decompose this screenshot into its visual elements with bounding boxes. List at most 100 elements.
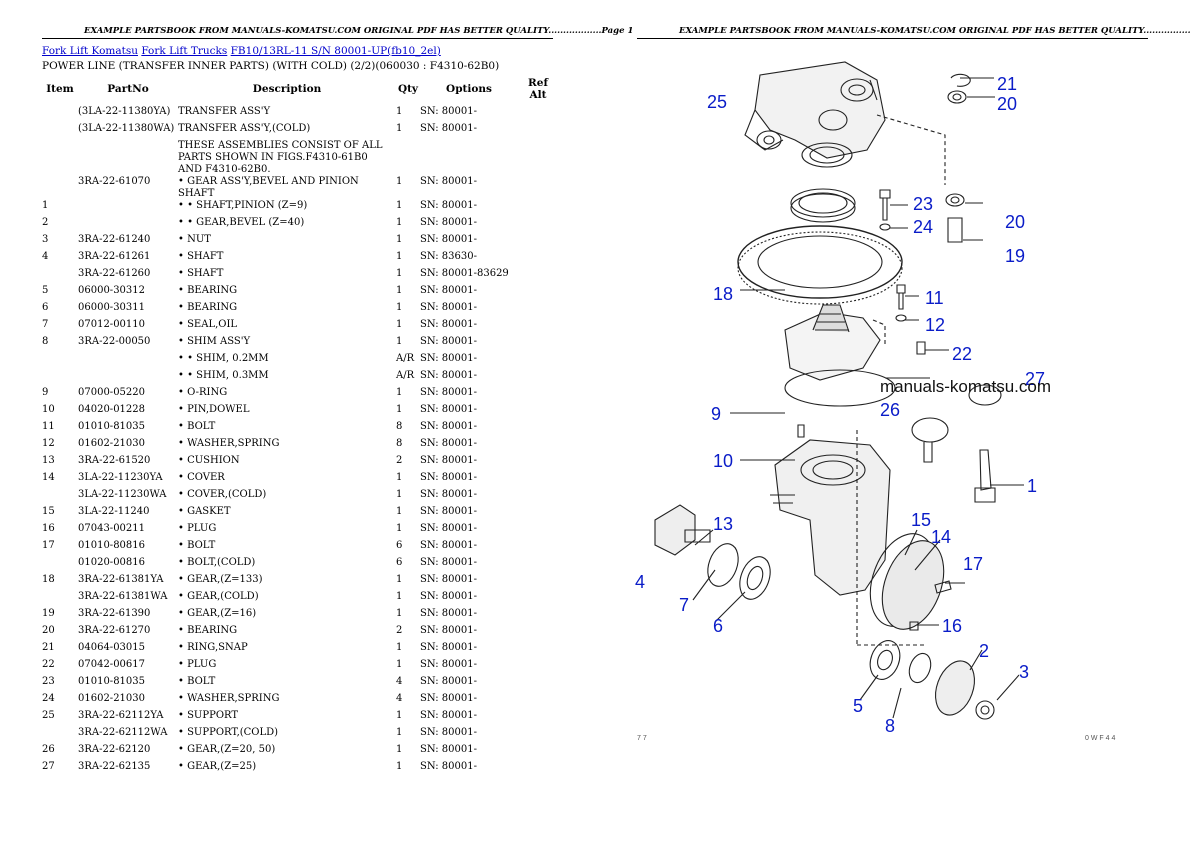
qty-cell: 6 bbox=[396, 540, 403, 551]
callout-19: 19 bbox=[1005, 246, 1025, 266]
description-text: • SHAFT bbox=[178, 268, 224, 279]
description-cell: • WASHER,SPRING bbox=[178, 693, 396, 710]
qty-cell: 1 bbox=[396, 506, 403, 517]
callout-23: 23 bbox=[913, 194, 933, 214]
qty-cell: 1 bbox=[396, 387, 403, 398]
diagram-footer-left: 7 7 bbox=[637, 735, 647, 742]
qty-cell: 1 bbox=[396, 472, 403, 483]
table-header-row: Item PartNo Description Qty Options Ref … bbox=[42, 75, 558, 106]
options-cell: SN: 80001- bbox=[420, 106, 477, 117]
description-cell: • SUPPORT bbox=[178, 710, 396, 727]
ref-alt-cell bbox=[518, 608, 558, 625]
qty-cell bbox=[396, 140, 420, 176]
qty-cell: 2 bbox=[396, 455, 403, 466]
partno-cell: 07012-00110 bbox=[78, 319, 146, 330]
options-cell: SN: 80001- bbox=[420, 659, 477, 670]
item-cell: 18 bbox=[42, 574, 55, 585]
page-header: EXAMPLE PARTSBOOK FROM MANUALS-KOMATSU.C… bbox=[84, 26, 634, 36]
callout-2: 2 bbox=[979, 641, 989, 661]
description-cell: • GEAR,(Z=25) bbox=[178, 761, 396, 778]
exploded-parts-diagram: 21 25 20 23 24 20 19 18 11 12 22 27 9 26… bbox=[635, 61, 1115, 742]
ref-alt-cell bbox=[518, 472, 558, 489]
qty-cell: 1 bbox=[396, 123, 403, 134]
item-cell: 2 bbox=[42, 217, 49, 228]
description-cell: • SUPPORT,(COLD) bbox=[178, 727, 396, 744]
ref-alt-cell bbox=[518, 506, 558, 523]
partno-cell: 3RA-22-61520 bbox=[78, 455, 151, 466]
breadcrumb-link-model[interactable]: FB10/13RL-11 S/N 80001-UP(fb10_2el) bbox=[230, 45, 441, 57]
table-row: 3RA-22-61070• GEAR ASS'Y,BEVEL AND PINIO… bbox=[42, 176, 558, 200]
qty-cell: 8 bbox=[396, 438, 403, 449]
ref-alt-cell bbox=[518, 421, 558, 438]
description-cell: • GEAR,(COLD) bbox=[178, 591, 396, 608]
callout-25: 25 bbox=[707, 92, 727, 112]
ref-alt-cell bbox=[518, 140, 558, 176]
options-cell: SN: 80001- bbox=[420, 302, 477, 313]
item-cell: 11 bbox=[42, 421, 55, 432]
callout-21: 21 bbox=[997, 74, 1017, 94]
description-text: • • SHAFT,PINION (Z=9) bbox=[178, 200, 308, 211]
item-cell bbox=[42, 727, 78, 744]
partno-cell: 3RA-22-62112WA bbox=[78, 727, 168, 738]
breadcrumb-link-brand[interactable]: Fork Lift Komatsu bbox=[42, 45, 138, 57]
partno-cell bbox=[78, 217, 178, 234]
ref-alt-cell bbox=[518, 591, 558, 608]
item-cell: 6 bbox=[42, 302, 49, 313]
description-text: • PIN,DOWEL bbox=[178, 404, 250, 415]
description-cell: • • GEAR,BEVEL (Z=40) bbox=[178, 217, 396, 234]
qty-cell: 1 bbox=[396, 489, 403, 500]
description-text: • BOLT bbox=[178, 676, 216, 687]
description-cell: • WASHER,SPRING bbox=[178, 438, 396, 455]
description-cell: • BOLT bbox=[178, 421, 396, 438]
item-cell: 25 bbox=[42, 710, 55, 721]
qty-cell: A/R bbox=[396, 353, 415, 364]
partno-cell: 3RA-22-61261 bbox=[78, 251, 151, 262]
description-cell: • SHAFT bbox=[178, 268, 396, 285]
ref-alt-cell bbox=[518, 336, 558, 353]
ref-alt-cell bbox=[518, 744, 558, 761]
description-cell: • RING,SNAP bbox=[178, 642, 396, 659]
description-text: • BEARING bbox=[178, 302, 238, 313]
partno-cell: 01602-21030 bbox=[78, 438, 146, 449]
partno-cell: 3LA-22-11230YA bbox=[78, 472, 163, 483]
description-text: • RING,SNAP bbox=[178, 642, 248, 653]
description-cell: • O-RING bbox=[178, 387, 396, 404]
header-rule bbox=[42, 38, 553, 39]
description-text: • WASHER,SPRING bbox=[178, 438, 280, 449]
options-cell: SN: 80001- bbox=[420, 285, 477, 296]
partno-cell: 3RA-22-61381WA bbox=[78, 591, 168, 602]
qty-cell: 1 bbox=[396, 251, 403, 262]
options-cell: SN: 80001- bbox=[420, 574, 477, 585]
ref-alt-cell bbox=[518, 251, 558, 268]
partno-cell: 07042-00617 bbox=[78, 659, 146, 670]
description-cell: TRANSFER ASS'Y,(COLD) bbox=[178, 123, 396, 140]
ref-alt-cell bbox=[518, 455, 558, 472]
partno-cell: 3RA-22-62135 bbox=[78, 761, 151, 772]
qty-cell: 2 bbox=[396, 625, 403, 636]
callout-9: 9 bbox=[711, 404, 721, 424]
options-cell: SN: 80001- bbox=[420, 557, 477, 568]
description-cell: • NUT bbox=[178, 234, 396, 251]
item-cell: 13 bbox=[42, 455, 55, 466]
description-cell: • BOLT bbox=[178, 540, 396, 557]
partno-cell: 3RA-22-61070 bbox=[78, 176, 151, 187]
item-cell bbox=[42, 353, 78, 370]
callout-1: 1 bbox=[1027, 476, 1037, 496]
description-cell: THESE ASSEMBLIES CONSIST OF ALL PARTS SH… bbox=[178, 140, 396, 176]
partno-cell: 3RA-22-61390 bbox=[78, 608, 151, 619]
description-cell: • BEARING bbox=[178, 285, 396, 302]
breadcrumb-link-category[interactable]: Fork Lift Trucks bbox=[141, 45, 228, 57]
item-cell: 4 bbox=[42, 251, 49, 262]
description-text: • BOLT,(COLD) bbox=[178, 557, 256, 568]
options-cell bbox=[420, 140, 518, 176]
col-partno: PartNo bbox=[107, 83, 149, 95]
ref-alt-cell bbox=[518, 123, 558, 140]
